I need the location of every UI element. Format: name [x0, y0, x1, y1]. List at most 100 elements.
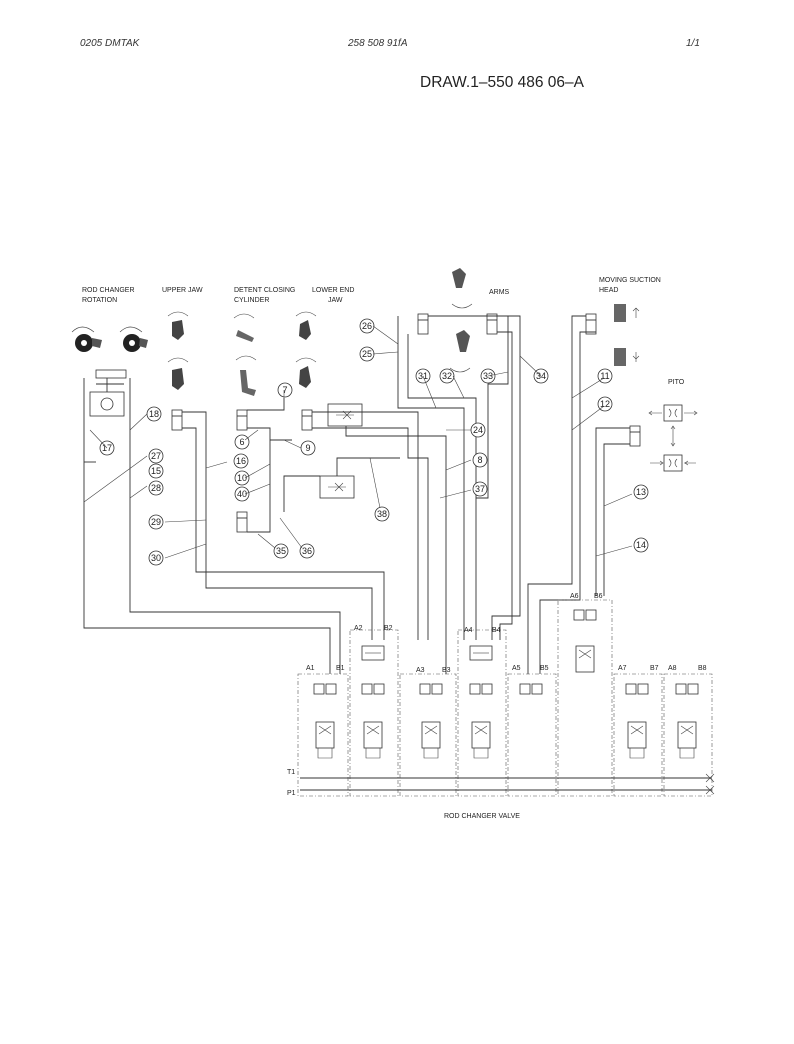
port-label: A8	[668, 665, 677, 672]
callout-number: 40	[237, 489, 247, 499]
pito-symbols	[648, 404, 698, 472]
callout-number: 35	[276, 546, 286, 556]
callout-number: 11	[600, 371, 609, 381]
callout-32: 32	[439, 368, 455, 384]
port-label: A4	[464, 627, 473, 634]
callout-number: 6	[239, 437, 244, 447]
port-label: A3	[416, 667, 425, 674]
callout-7: 7	[277, 382, 293, 398]
label-detent-cylinder: CYLINDER	[234, 297, 269, 304]
label-rod-changer-valve: ROD CHANGER VALVE	[444, 813, 520, 820]
port-label: B7	[650, 665, 659, 672]
port-label: B2	[384, 625, 393, 632]
label-t1: T1	[287, 769, 295, 776]
upper-jaw-icons	[167, 311, 189, 390]
callout-13: 13	[633, 484, 649, 500]
port-label: B6	[594, 593, 603, 600]
label-arms: ARMS	[489, 289, 510, 296]
port-label: A2	[354, 625, 363, 632]
label-lower-end: LOWER END	[312, 287, 354, 294]
port-label: A1	[306, 665, 315, 672]
callout-11: 11	[597, 368, 613, 384]
label-rod-changer-rotation: ROD CHANGER	[82, 287, 135, 294]
header-left: 0205 DMTAK	[80, 38, 140, 49]
drawing-title: DRAW.1–550 486 06–A	[420, 74, 585, 91]
label-upper-jaw: UPPER JAW	[162, 287, 203, 294]
callout-10: 10	[234, 470, 250, 486]
callout-24: 24	[470, 422, 486, 438]
label-p1: P1	[287, 790, 296, 797]
hydraulic-lines	[83, 315, 630, 674]
callout-number: 37	[475, 484, 485, 494]
port-labels: A1 B1 A2 B2 A3 B3 A4 B4 A5 B5 A6 B6 A7 B…	[306, 593, 707, 674]
callout-number: 9	[305, 443, 310, 453]
callout-8: 8	[472, 452, 488, 468]
label-detent-closing: DETENT CLOSING	[234, 287, 295, 294]
callout-number: 27	[151, 451, 161, 461]
port-label: A5	[512, 665, 521, 672]
callout-26: 26	[359, 318, 375, 334]
callout-18: 18	[146, 406, 162, 422]
header-page-number: 1/1	[686, 38, 700, 49]
valve-bank	[297, 599, 715, 797]
port-label: B5	[540, 665, 549, 672]
label-lower-end-jaw: JAW	[328, 297, 343, 304]
rotation-motor	[89, 369, 127, 417]
cylinders	[171, 313, 641, 533]
port-label: A6	[570, 593, 579, 600]
callout-29: 29	[148, 514, 164, 530]
port-label: B4	[492, 627, 501, 634]
arms-icons	[449, 268, 473, 373]
callout-number: 25	[362, 349, 372, 359]
label-moving-suction-head: HEAD	[599, 287, 618, 294]
detent-cylinder-icons	[233, 313, 257, 396]
callout-number: 13	[636, 487, 646, 497]
callout-number: 38	[377, 509, 387, 519]
callout-number: 24	[473, 425, 483, 435]
callout-15: 15	[148, 463, 164, 479]
rod-changer-rotation-icons	[71, 326, 148, 352]
port-label: B8	[698, 665, 707, 672]
callout-12: 12	[597, 396, 613, 412]
callout-number: 36	[302, 546, 312, 556]
callout-28: 28	[148, 480, 164, 496]
callout-40: 40	[234, 486, 250, 502]
callout-number: 15	[151, 466, 161, 476]
callout-leaders	[83, 325, 633, 559]
callout-number: 12	[600, 399, 610, 409]
check-valve-boxes	[319, 403, 363, 499]
valve-sections	[313, 609, 699, 759]
callout-25: 25	[359, 346, 375, 362]
callout-number: 7	[282, 385, 287, 395]
callout-27: 27	[148, 448, 164, 464]
port-label: B1	[336, 665, 345, 672]
label-moving-suction: MOVING SUCTION	[599, 277, 661, 284]
callout-number: 26	[362, 321, 372, 331]
callout-6: 6	[234, 434, 250, 450]
lower-end-jaw-icons	[295, 311, 317, 388]
callout-16: 16	[233, 453, 249, 469]
callout-35: 35	[273, 543, 289, 559]
callout-14: 14	[633, 537, 649, 553]
label-pito: PITO	[668, 379, 685, 386]
port-label: A7	[618, 665, 627, 672]
port-label: B3	[442, 667, 451, 674]
callout-number: 10	[237, 473, 247, 483]
callout-37: 37	[472, 481, 488, 497]
callout-number: 16	[236, 456, 246, 466]
callout-number: 30	[151, 553, 161, 563]
callout-number: 29	[151, 517, 161, 527]
label-rod-changer-rotation-2: ROTATION	[82, 297, 117, 304]
callout-number: 14	[636, 540, 646, 550]
callout-number: 18	[149, 409, 159, 419]
callout-number: 28	[151, 483, 161, 493]
callout-number: 32	[442, 371, 452, 381]
moving-suction-head-icons	[614, 304, 640, 366]
callout-9: 9	[300, 440, 316, 456]
callout-38: 38	[374, 506, 390, 522]
callout-36: 36	[299, 543, 315, 559]
callout-number: 8	[477, 455, 482, 465]
header-document-number: 258 508 91fA	[348, 38, 408, 49]
